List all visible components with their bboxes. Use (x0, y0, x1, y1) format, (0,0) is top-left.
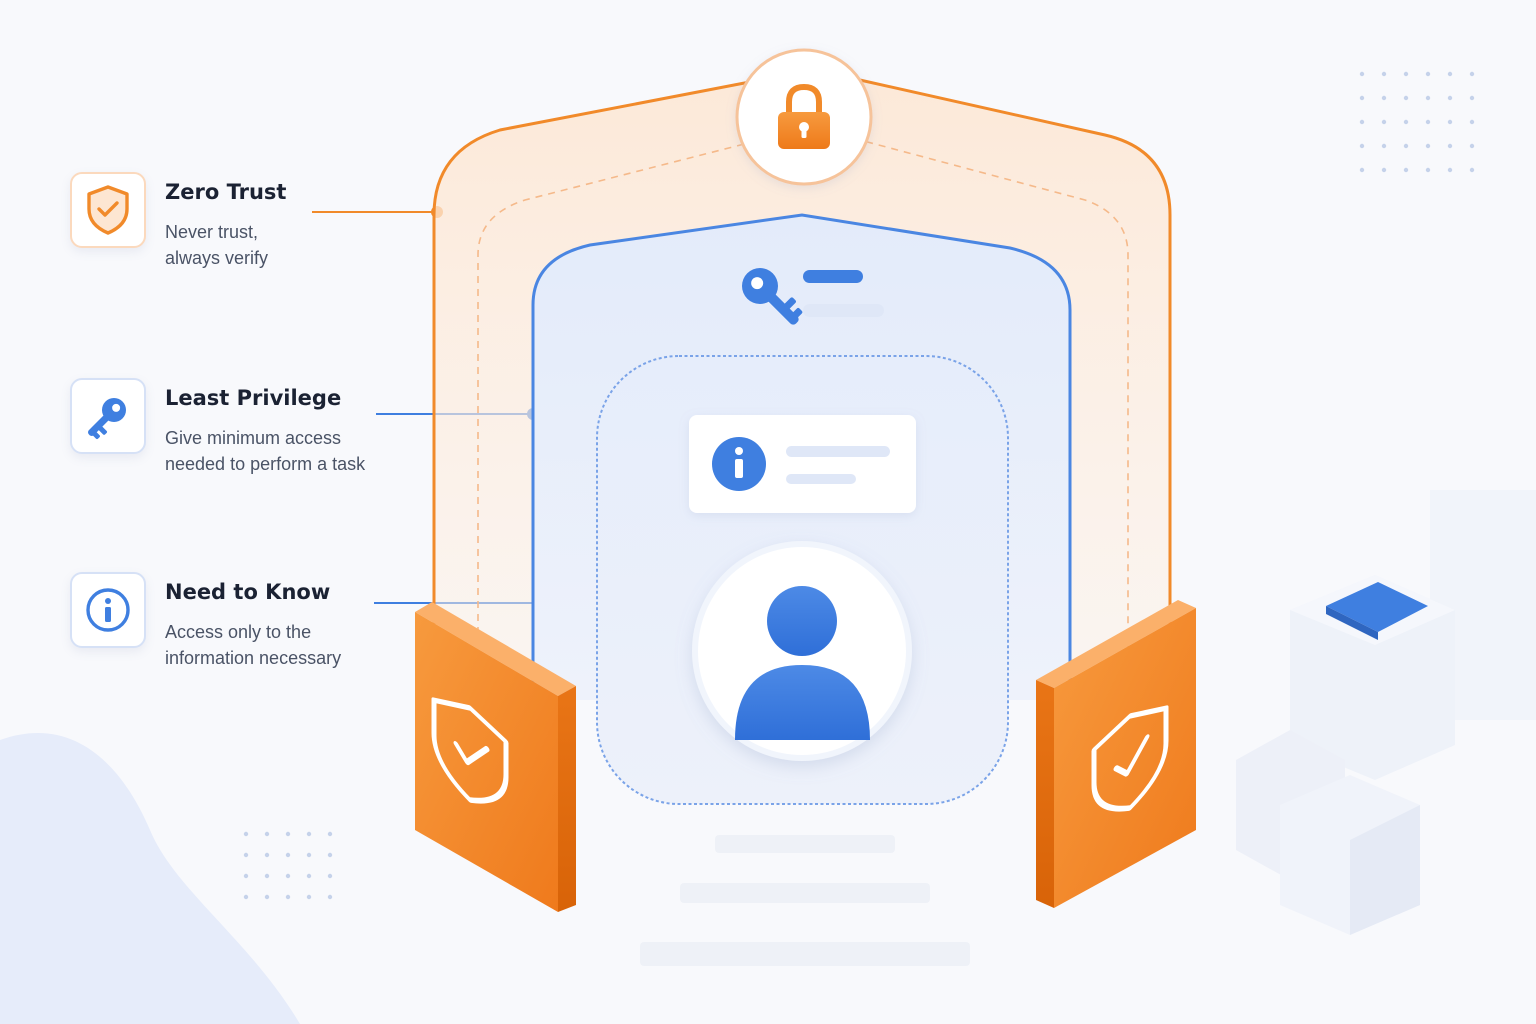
decorative-dot (1359, 143, 1365, 149)
decorative-dot (1403, 71, 1409, 77)
decorative-dot (285, 831, 291, 837)
decorative-dot (264, 894, 270, 900)
key-icon (88, 398, 126, 440)
decorative-dot (1447, 143, 1453, 149)
decorative-dot (243, 894, 249, 900)
info-card-line-secondary (786, 474, 856, 484)
decorative-dot (306, 894, 312, 900)
decorative-dot (243, 831, 249, 837)
decorative-dot (285, 894, 291, 900)
decorative-dot (327, 873, 333, 879)
decorative-dot (1359, 95, 1365, 101)
decorative-dot (1359, 167, 1365, 173)
principle-description: Access only to the information necessary (165, 622, 342, 668)
decorative-dot (1359, 119, 1365, 125)
decorative-dot (264, 873, 270, 879)
decorative-dot (306, 873, 312, 879)
decorative-dot (264, 831, 270, 837)
shield-check-icon (87, 185, 129, 235)
decorative-dot (1381, 167, 1387, 173)
decorative-dot (1425, 167, 1431, 173)
user-avatar-icon (692, 541, 912, 761)
zero-trust-icon-tile (70, 172, 146, 248)
decorative-dot (1469, 167, 1475, 173)
decorative-dot (1425, 71, 1431, 77)
decorative-dot (327, 831, 333, 837)
info-icon (86, 588, 130, 632)
decorative-dot (1425, 119, 1431, 125)
decorative-dot (1447, 167, 1453, 173)
decorative-dot (1381, 119, 1387, 125)
decorative-dot (1447, 95, 1453, 101)
principle-description: Give minimum access needed to perform a … (165, 428, 366, 474)
decorative-dot (1469, 119, 1475, 125)
decorative-dot (306, 831, 312, 837)
principle-title: Need to Know (165, 580, 331, 604)
zero-trust-layer-dashed (477, 139, 1129, 660)
gate-shield-check-icon (431, 697, 509, 804)
info-card-line-primary (786, 446, 890, 457)
decorative-dot (1381, 95, 1387, 101)
decorative-dot (306, 852, 312, 858)
decorative-dot (1425, 95, 1431, 101)
need-to-know-icon-tile (70, 572, 146, 648)
right-gate (1036, 600, 1196, 908)
decorative-dot (1359, 71, 1365, 77)
left-gate (415, 602, 576, 912)
key-icon (742, 268, 803, 325)
decorative-dot (1425, 143, 1431, 149)
least-privilege-icon-tile (70, 378, 146, 454)
decorative-dot (264, 852, 270, 858)
decorative-dot (1469, 143, 1475, 149)
decorative-dot (1403, 119, 1409, 125)
background-blob (0, 733, 300, 1024)
principle-title: Least Privilege (165, 386, 342, 410)
info-icon (712, 437, 766, 491)
decorative-dot (243, 852, 249, 858)
dot-grid-top-right (1359, 71, 1475, 173)
decorative-dot (1403, 167, 1409, 173)
decorative-dot (1381, 71, 1387, 77)
decorative-dot (285, 852, 291, 858)
gate-shield-check-icon (1091, 705, 1169, 812)
decorative-dot (1447, 71, 1453, 77)
decorative-dot (1403, 143, 1409, 149)
decorative-dot (1469, 95, 1475, 101)
padlock-icon (735, 48, 873, 186)
decorative-dot (327, 852, 333, 858)
decorative-dot (1403, 95, 1409, 101)
decorative-dot (327, 894, 333, 900)
principle-description: Never trust, always verify (165, 222, 269, 268)
decorative-dot (243, 873, 249, 879)
credential-line-secondary (803, 304, 884, 317)
decorative-dot (1469, 71, 1475, 77)
credential-line-primary (803, 270, 863, 283)
background-cubes (1236, 490, 1536, 935)
decorative-dot (1447, 119, 1453, 125)
principle-title: Zero Trust (165, 180, 287, 204)
dot-grid-bottom-left (243, 831, 333, 900)
background-floor-steps (640, 835, 970, 966)
decorative-dot (1381, 143, 1387, 149)
decorative-dot (285, 873, 291, 879)
